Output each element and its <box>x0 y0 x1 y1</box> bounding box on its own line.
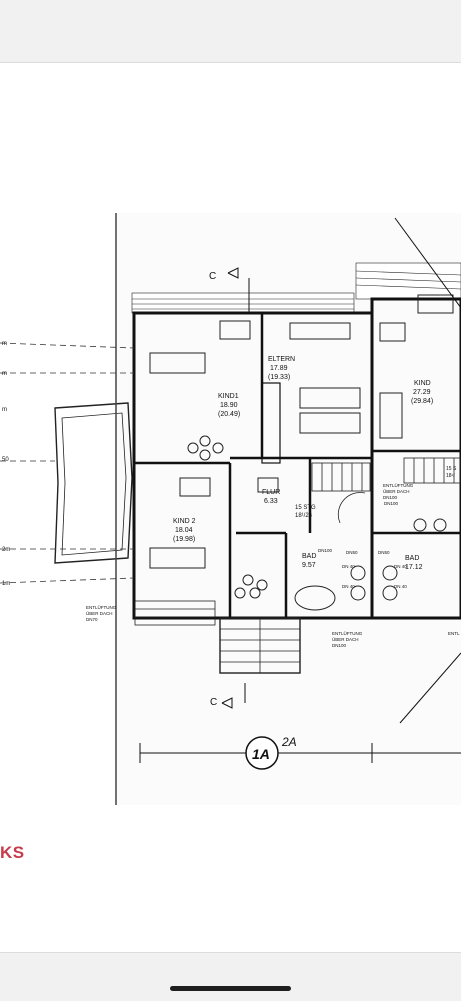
stair-left-label: 15 STG <box>295 505 316 511</box>
room-kind-right-name: KIND <box>414 380 431 387</box>
pipe-label-4: DN 40 <box>342 584 355 589</box>
room-kind-right-area: 27.29 <box>413 389 431 396</box>
level-lines <box>0 342 135 584</box>
room-bad-left-area: 9.57 <box>302 562 316 569</box>
vent-mid-2: ÜBER DACH <box>332 636 359 642</box>
brand-logo-fragment: KS <box>0 843 25 862</box>
stair-right-label: 15 S <box>446 466 457 472</box>
level-mark-partial: 50 <box>2 457 9 463</box>
pipe-label-6: DN 40 <box>394 564 407 569</box>
section-lines <box>221 217 461 724</box>
pipe-label-7: DN 40 <box>394 584 407 589</box>
room-bad-right-area: 17.12 <box>405 564 423 571</box>
room-flur-area: 6.33 <box>264 498 278 505</box>
furniture <box>149 294 454 611</box>
room-kind2-area2: (19.98) <box>173 536 195 543</box>
room-kind1-area2: (20.49) <box>218 411 240 418</box>
section-mark-top: C <box>209 271 216 282</box>
vent-right-top-2: ÜBER DACH <box>383 488 410 494</box>
room-kind2-area: 18.04 <box>175 527 193 534</box>
dimension-line <box>139 736 461 770</box>
floor-plan-image: C C 1A 2A m m m 50 2m 1m KIND1 18.90 (20… <box>0 213 461 805</box>
room-kind-right-area2: (29.84) <box>411 398 433 405</box>
roof-hatching <box>131 262 461 314</box>
entrance-steps <box>134 600 301 674</box>
stair-center <box>311 462 371 524</box>
room-kind1-area: 18.90 <box>220 402 238 409</box>
vent-left-1: ENTLÜFTUNG <box>86 604 117 610</box>
section-mark-bottom: C <box>210 697 217 708</box>
balcony-left <box>54 402 133 564</box>
level-mark-2: m <box>2 371 7 377</box>
pipe-label-2: DN50 <box>346 550 358 555</box>
top-toolbar <box>0 0 461 63</box>
axis-label-main: 1A <box>252 746 270 762</box>
pipe-label-3: DN 40 <box>342 564 355 569</box>
room-bad-left-name: BAD <box>302 553 316 560</box>
pipe-label-8: DN100 <box>384 501 399 506</box>
duct <box>261 382 281 464</box>
axis-label-secondary: 2A <box>281 735 297 749</box>
vent-left-2: ÜBER DACH <box>86 610 113 616</box>
room-flur-name: FLUR <box>262 489 280 496</box>
room-kind1-name: KIND1 <box>218 393 239 400</box>
vent-mid-1: ENTLÜFTUNG <box>332 630 363 636</box>
level-mark-3: m <box>2 407 7 413</box>
level-mark-5: 1m <box>2 581 10 587</box>
vent-right-top-3: DN100 <box>383 495 398 500</box>
room-kind2-name: KIND 2 <box>173 518 196 525</box>
home-indicator[interactable] <box>170 986 291 991</box>
room-eltern-area: 17.89 <box>270 365 288 372</box>
vent-right-top-1: ENTLÜFTUNG <box>383 482 414 488</box>
bottom-bar <box>0 952 461 1001</box>
room-eltern-area2: (19.33) <box>268 374 290 381</box>
pipe-label-5: DN50 <box>378 550 390 555</box>
stair-right-ratio: 18¹/ <box>446 473 455 479</box>
image-viewer[interactable]: C C 1A 2A m m m 50 2m 1m KIND1 18.90 (20… <box>0 63 461 952</box>
pipe-label-1: DN100 <box>318 548 333 553</box>
room-eltern-name: ELTERN <box>268 356 295 363</box>
level-mark-4: 2m <box>2 547 10 553</box>
vent-right-bottom-1: ENTL <box>448 631 460 636</box>
vent-left-3: DN70 <box>86 617 98 622</box>
room-bad-right-name: BAD <box>405 555 419 562</box>
interior-walls <box>134 313 461 618</box>
vent-mid-3: DN100 <box>332 643 347 648</box>
level-mark-1: m <box>2 341 7 347</box>
stair-left-ratio: 18¹/26 <box>295 513 313 519</box>
stair-right <box>403 457 461 484</box>
